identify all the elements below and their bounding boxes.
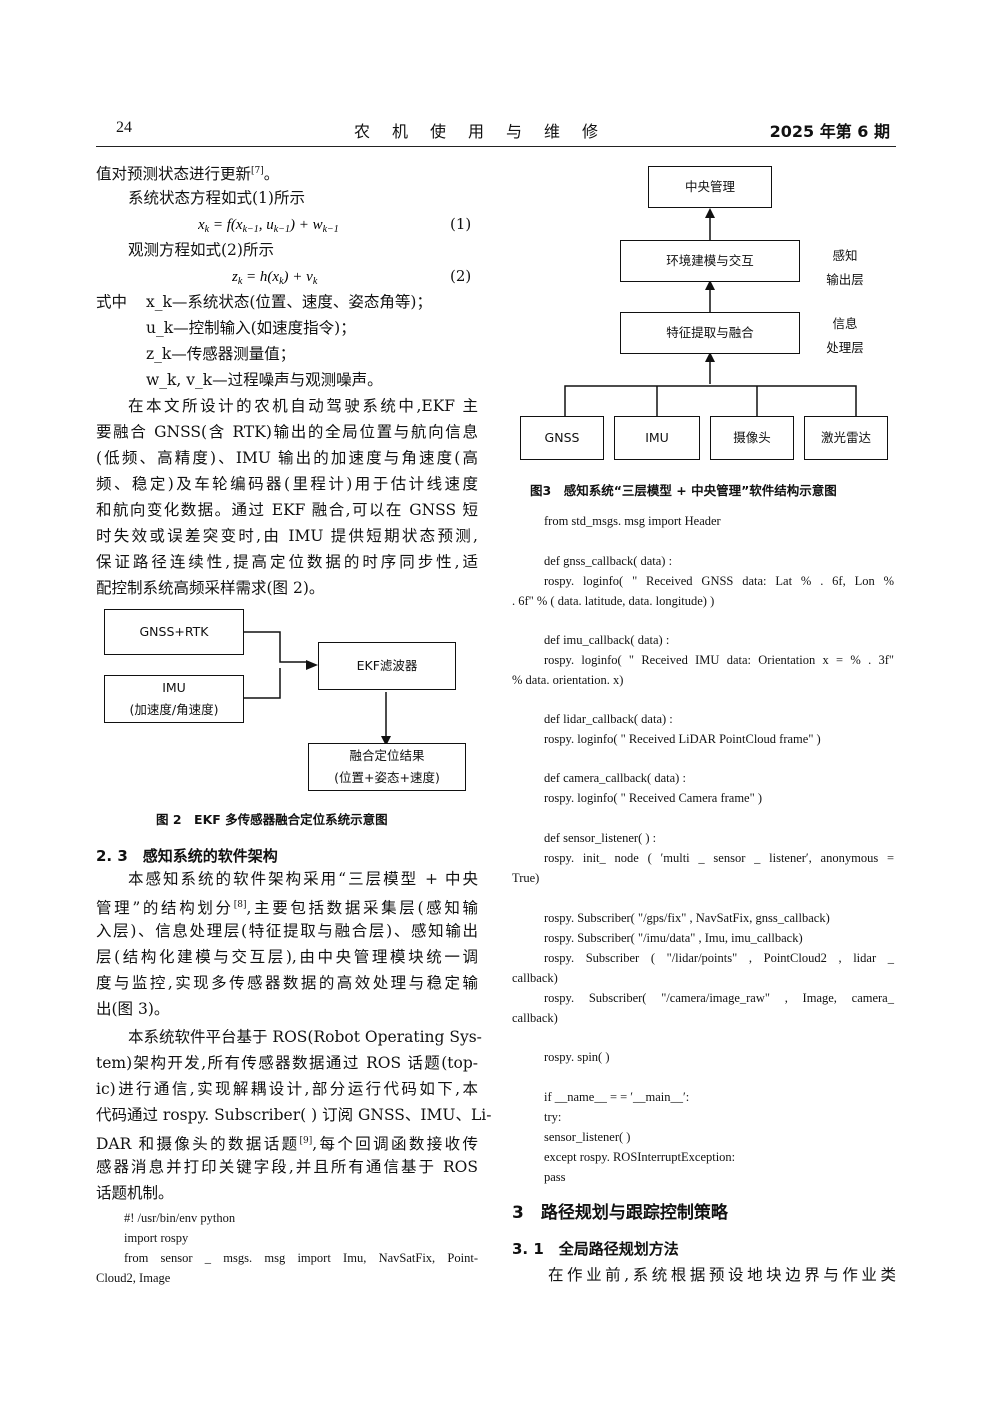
figure-2-connectors xyxy=(240,631,391,746)
code-line: . 6f" % ( data. latitude, data. longitud… xyxy=(512,594,715,608)
imu-box: IMU(加速度/角速度) xyxy=(104,675,244,723)
figure-2-caption: 图 2 EKF 多传感器融合定位系统示意图 xyxy=(156,812,388,827)
code-line: def camera_callback( data) : xyxy=(544,771,686,785)
text-line: 本感知系统的软件架构采用“三层模型 + 中央 xyxy=(128,870,478,888)
code-line: rospy. loginfo( " Received IMU data: Ori… xyxy=(544,653,894,667)
code-line: rospy. init_ node ( ′multi _ sensor _ li… xyxy=(544,851,894,865)
env-modeling-box: 环境建模与交互 xyxy=(620,240,800,282)
camera-box: 摄像头 xyxy=(710,416,794,460)
code-line: rospy. Subscriber( "/gps/fix" , NavSatFi… xyxy=(544,911,830,925)
gnss-box: GNSS xyxy=(520,416,604,460)
code-line: def gnss_callback( data) : xyxy=(544,554,673,568)
text-line: 感器消息并打印关键字段,并且所有通信基于 ROS xyxy=(96,1158,478,1176)
text-line: ic)进行通信,实现解耦设计,部分运行代码如下,本 xyxy=(96,1080,478,1098)
code-line: def sensor_listener( ) : xyxy=(544,831,657,845)
code-line: rospy. Subscriber( "/camera/image_raw" ,… xyxy=(544,991,894,1005)
feature-fusion-box: 特征提取与融合 xyxy=(620,312,800,354)
journal-title: 农机使用与维修 xyxy=(354,122,621,141)
text-line: 频、稳定)及车轮编码器(里程计)用于估计线速度 xyxy=(96,475,478,493)
issue-label: 2025 年第 6 期 xyxy=(769,122,890,141)
code-line: Cloud2, Image xyxy=(96,1271,171,1285)
code-line: True) xyxy=(512,871,540,885)
code-line: #! /usr/bin/env python xyxy=(124,1211,236,1225)
text-line: 管理”的结构划分[8],主要包括数据采集层(感知输 xyxy=(96,899,478,918)
figure-3-connectors xyxy=(564,208,857,416)
code-line: rospy. loginfo( " Received GNSS data: La… xyxy=(544,574,894,588)
code-line: rospy. loginfo( " Received LiDAR PointCl… xyxy=(544,732,821,746)
text-line: 话题机制。 xyxy=(96,1184,174,1202)
text-line: 入层)、信息处理层(特征提取与融合层)、感知输出 xyxy=(96,922,478,940)
fused-result-box: 融合定位结果(位置+姿态+速度) xyxy=(308,743,466,791)
central-management-box: 中央管理 xyxy=(648,166,772,208)
text-line: 观测方程如式(2)所示 xyxy=(128,241,274,259)
svg-text:xk = f(xk−1, uk−1) + wk−1: xk = f(xk−1, uk−1) + wk−1 xyxy=(198,217,339,235)
definition-line: x_k—系统状态(位置、速度、姿态角等)； xyxy=(146,293,432,311)
text-line: 值对预测状态进行更新[7]。 xyxy=(96,165,280,184)
code-line: from sensor _ msgs. msg import Imu, NavS… xyxy=(124,1251,478,1265)
text-line: 本系统软件平台基于 ROS(Robot Operating Sys- xyxy=(128,1028,482,1046)
definition-line: w_k, v_k—过程噪声与观测噪声。 xyxy=(146,371,383,389)
figure-3-caption: 图3 感知系统“三层模型 + 中央管理”软件结构示意图 xyxy=(530,483,837,498)
text-line: 代码通过 rospy. Subscriber( ) 订阅 GNSS、IMU、Li… xyxy=(96,1106,492,1124)
layer-label-processing: 信息处理层 xyxy=(826,316,864,355)
ekf-filter-box: EKF滤波器 xyxy=(318,642,456,690)
section-heading-2-3: 2. 3 感知系统的软件架构 xyxy=(96,847,278,865)
text-line: 时失效或误差突变时,由 IMU 提供短期状态预测, xyxy=(96,527,478,545)
code-line: from std_msgs. msg import Header xyxy=(544,514,721,528)
text-line: 系统状态方程如式(1)所示 xyxy=(128,189,305,207)
gnss-rtk-box: GNSS+RTK xyxy=(104,609,244,655)
definition-line: u_k—控制输入(如速度指令)； xyxy=(146,319,356,337)
imu-box: IMU xyxy=(614,416,700,460)
page-number: 24 xyxy=(116,119,132,136)
text-line: 层(结构化建模与交互层),由中央管理模块统一调 xyxy=(96,948,478,966)
text-line: 度与监控,实现多传感器数据的高效处理与稳定输 xyxy=(96,974,478,992)
code-line: def lidar_callback( data) : xyxy=(544,712,673,726)
equation-1: xk = f(xk−1, uk−1) + wk−1 xyxy=(197,214,388,240)
code-line: sensor_listener( ) xyxy=(544,1130,631,1144)
text-line: 保证路径连续性,提高定位数据的时序同步性,适 xyxy=(96,553,478,571)
definition-line: z_k—传感器测量值； xyxy=(146,345,296,363)
text-line: 和航向变化数据。通过 EKF 融合,可以在 GNSS 短 xyxy=(96,501,478,519)
equation-2-number: (2) xyxy=(450,267,472,285)
section-heading-3-1: 3. 1 全局路径规划方法 xyxy=(512,1240,679,1258)
equation-1-formula: xk = f(xk−1, uk−1) + wk−1 xyxy=(197,217,339,235)
code-line: rospy. Subscriber( "/imu/data" , Imu, im… xyxy=(544,931,803,945)
code-line: except rospy. ROSInterruptException: xyxy=(544,1150,736,1164)
code-line: def imu_callback( data) : xyxy=(544,633,670,647)
equation-1-number: (1) xyxy=(450,215,472,233)
code-line: % data. orientation. x) xyxy=(512,673,624,687)
code-line: rospy. Subscriber ( "/lidar/points" , Po… xyxy=(544,951,894,965)
text-line: (低频、高精度)、IMU 输出的加速度与角速度(高 xyxy=(96,449,478,467)
where-label: 式中 xyxy=(96,293,128,311)
equation-2: zk = h(xk) + vk xyxy=(231,266,372,292)
text-line: 要融合 GNSS(含 RTK)输出的全局位置与航向信息 xyxy=(96,423,478,441)
text-line: 在本文所设计的农机自动驾驶系统中,EKF 主 xyxy=(128,397,478,415)
text-line: tem)架构开发,所有传感器数据通过 ROS 话题(top- xyxy=(96,1054,478,1072)
code-line: callback) xyxy=(512,1011,558,1025)
code-line: import rospy xyxy=(124,1231,189,1245)
code-line: rospy. loginfo( " Received Camera frame"… xyxy=(544,791,762,805)
section-heading-3: 3 路径规划与跟踪控制策略 xyxy=(512,1203,728,1223)
equation-2-formula: zk = h(xk) + vk xyxy=(231,269,318,287)
running-header: 24 农机使用与维修 2025 年第 6 期 xyxy=(96,116,896,147)
lidar-box: 激光雷达 xyxy=(804,416,888,460)
code-line: pass xyxy=(544,1170,566,1184)
text-line: 配控制系统高频采样需求(图 2)。 xyxy=(96,579,325,597)
code-line: try: xyxy=(544,1110,562,1124)
code-line: rospy. spin( ) xyxy=(544,1050,610,1064)
text-line: 出(图 3)。 xyxy=(96,1000,170,1018)
layer-label-output: 感知输出层 xyxy=(826,248,864,287)
text-line: DAR 和摄像头的数据话题[9],每个回调函数接收传 xyxy=(96,1135,478,1154)
code-line: if __name__ = = ′__main__′: xyxy=(544,1090,690,1104)
svg-text:zk = h(xk) + vk: zk = h(xk) + vk xyxy=(232,269,318,287)
code-line: callback) xyxy=(512,971,558,985)
text-line: 在作业前,系统根据预设地块边界与作业类 xyxy=(548,1266,896,1284)
